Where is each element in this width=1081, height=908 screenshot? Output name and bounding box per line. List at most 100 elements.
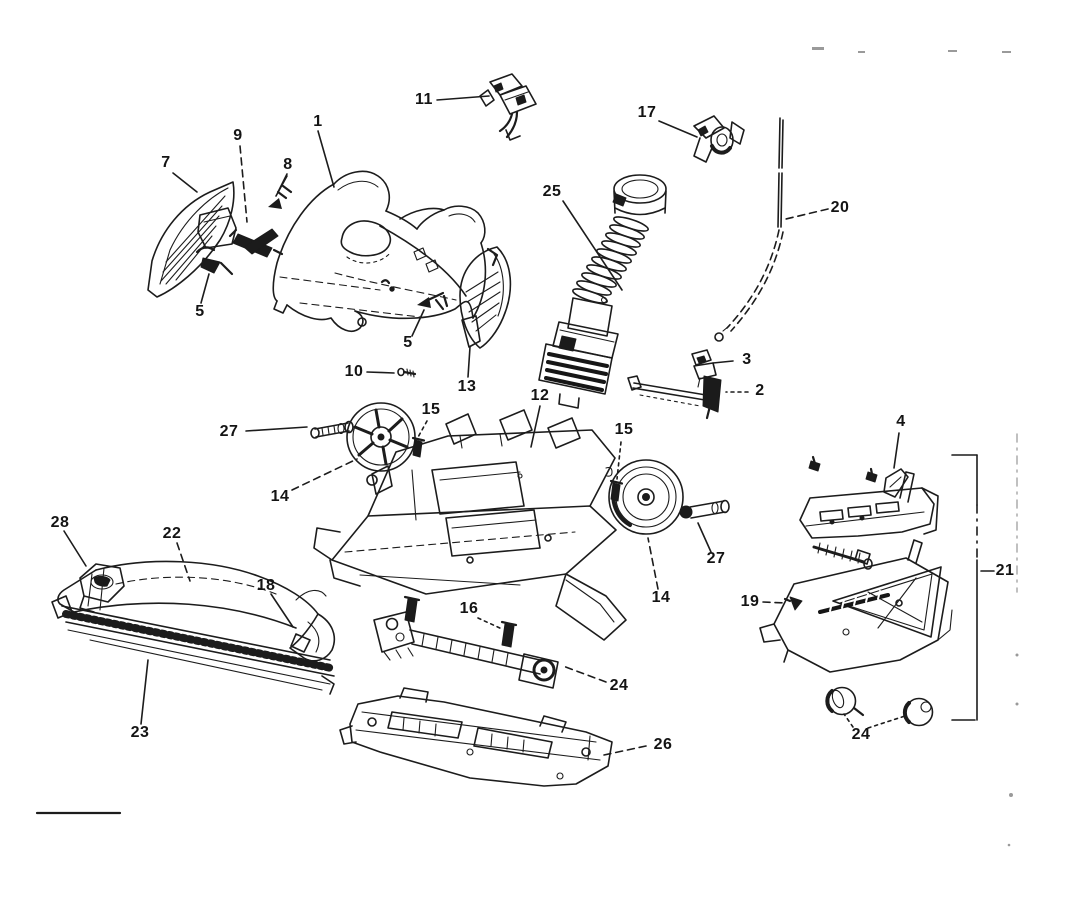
callout-17: 17 xyxy=(638,104,698,138)
part-mount-bracket xyxy=(228,228,284,258)
part-number-22: 22 xyxy=(163,525,182,542)
leader-24-right-b xyxy=(867,715,906,729)
leader-19 xyxy=(762,601,787,604)
part-roller-left xyxy=(825,686,865,717)
callout-4: 4 xyxy=(893,413,905,469)
callout-5-right: 5 xyxy=(403,309,425,351)
callout-16: 16 xyxy=(460,600,503,630)
leader-14-right xyxy=(647,537,659,590)
part-screw-16-right xyxy=(500,620,518,648)
part-number-5-right: 5 xyxy=(403,334,412,351)
callout-15-left: 15 xyxy=(416,401,440,440)
leader-22 xyxy=(176,542,191,582)
callout-5-left: 5 xyxy=(195,273,210,320)
part-axle-left xyxy=(310,420,354,439)
part-bottom-plate xyxy=(339,687,613,787)
leader-5-right xyxy=(411,309,425,337)
part-spring-clip xyxy=(268,175,293,209)
callout-1: 1 xyxy=(313,113,335,188)
callout-26: 26 xyxy=(603,736,672,756)
part-handle-group xyxy=(759,455,953,673)
leader-11 xyxy=(436,95,490,101)
part-number-5-left: 5 xyxy=(195,303,204,320)
callout-7: 7 xyxy=(161,154,198,193)
leader-7 xyxy=(172,172,198,193)
callout-20: 20 xyxy=(785,199,850,220)
part-screw-19 xyxy=(783,596,803,611)
part-number-14-right: 14 xyxy=(652,589,671,606)
part-sole-strip-23 xyxy=(51,595,335,695)
leader-12 xyxy=(530,405,541,448)
callout-24-right: 24 xyxy=(843,713,906,743)
leader-27-left xyxy=(245,426,308,432)
leader-8 xyxy=(277,173,288,193)
part-wheel-right xyxy=(608,459,684,535)
part-roller-right xyxy=(902,697,934,727)
callout-10: 10 xyxy=(345,363,395,380)
part-number-14-left: 14 xyxy=(271,488,290,505)
leader-3 xyxy=(712,360,734,364)
part-number-19: 19 xyxy=(741,593,760,610)
leader-1 xyxy=(317,130,335,188)
part-number-23: 23 xyxy=(131,724,150,741)
callout-24-left: 24 xyxy=(562,665,629,694)
callout-18: 18 xyxy=(257,577,294,628)
part-clip-left xyxy=(195,246,234,276)
callout-3: 3 xyxy=(712,351,751,368)
callout-13: 13 xyxy=(458,378,477,395)
part-number-28: 28 xyxy=(51,514,70,531)
callout-21: 21 xyxy=(980,562,1015,579)
part-number-20: 20 xyxy=(831,199,850,216)
callout-28: 28 xyxy=(51,514,87,567)
callout-19: 19 xyxy=(741,593,787,610)
callout-22: 22 xyxy=(163,525,191,582)
part-screw-10 xyxy=(397,367,417,378)
part-number-21: 21 xyxy=(996,562,1015,579)
part-right-side-cover xyxy=(459,246,512,378)
part-nozzle-cover-22 xyxy=(57,560,327,629)
part-pivot-clip xyxy=(691,349,717,388)
part-number-27-left: 27 xyxy=(220,423,239,440)
part-number-10: 10 xyxy=(345,363,364,380)
callout-11: 11 xyxy=(415,91,490,108)
part-number-24-left: 24 xyxy=(610,677,629,694)
part-number-11: 11 xyxy=(415,91,433,108)
callout-15-right: 15 xyxy=(615,421,634,480)
callout-8: 8 xyxy=(277,156,292,193)
leader-27-right xyxy=(697,522,712,553)
part-latch-right xyxy=(693,115,745,163)
part-left-side-cover xyxy=(147,181,237,298)
leader-4 xyxy=(893,432,900,469)
part-number-16: 16 xyxy=(460,600,479,617)
part-number-15-right: 15 xyxy=(615,421,634,438)
part-brush-roll xyxy=(373,611,559,689)
part-screw-15-left xyxy=(411,436,426,458)
leader-16 xyxy=(477,617,503,630)
part-chute-4 xyxy=(883,468,909,498)
leader-24-right-a xyxy=(843,713,854,728)
part-wire-rod xyxy=(714,117,784,342)
part-number-3: 3 xyxy=(742,351,751,368)
part-number-12: 12 xyxy=(531,387,550,404)
part-end-cap-28 xyxy=(79,563,125,613)
part-number-17: 17 xyxy=(638,104,657,121)
part-number-25: 25 xyxy=(543,183,562,200)
leader-28 xyxy=(63,530,87,567)
leader-14-left xyxy=(291,458,358,491)
part-screw-15-right xyxy=(605,466,624,502)
leader-18 xyxy=(270,593,294,628)
part-axle-rod xyxy=(627,375,722,420)
leader-25 xyxy=(562,200,623,291)
part-number-9: 9 xyxy=(233,127,242,144)
callout-14-right: 14 xyxy=(647,537,671,606)
part-number-13: 13 xyxy=(458,378,477,395)
callout-2: 2 xyxy=(725,382,764,399)
scan-artifacts xyxy=(35,47,1019,847)
callouts: 1 7 9 8 11 17 25 20 xyxy=(51,91,1015,756)
part-number-18: 18 xyxy=(257,577,276,594)
leader-15-right xyxy=(616,441,622,480)
part-end-piece-18 xyxy=(289,613,336,662)
part-number-2: 2 xyxy=(755,382,764,399)
